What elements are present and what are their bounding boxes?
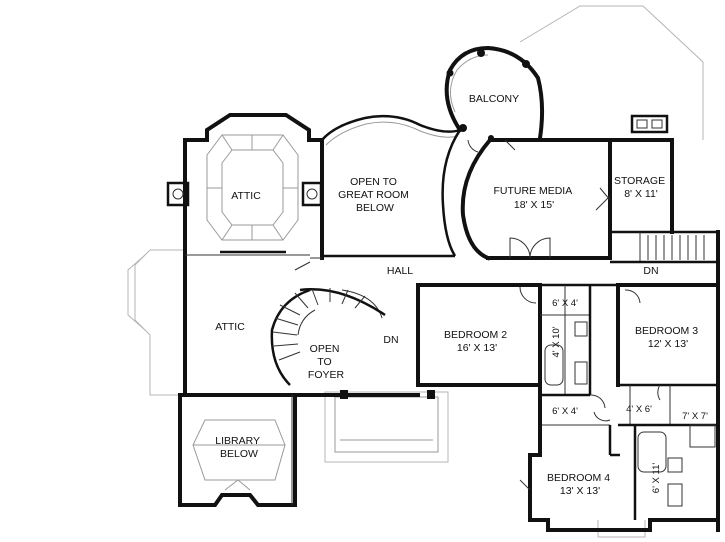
label-bath-a: 4' X 10'	[551, 326, 562, 357]
label-bath-b: 6' X 11'	[651, 463, 662, 494]
label-storage: STORAGE 8' X 11'	[614, 175, 668, 200]
label-closet-d: 7' X 7'	[682, 411, 708, 422]
label-future-media: FUTURE MEDIA 18' X 15'	[493, 185, 574, 211]
label-attic-left: ATTIC	[215, 321, 245, 333]
label-closet-b: 6' X 4'	[552, 406, 578, 417]
label-library: LIBRARY BELOW	[215, 435, 262, 460]
room-labels: BALCONY ATTIC OPEN TO GREAT ROOM BELOW F…	[215, 93, 708, 497]
label-open-great-room: OPEN TO GREAT ROOM BELOW	[338, 176, 412, 214]
label-dn-stair: DN	[383, 334, 398, 346]
label-bedroom-2: BEDROOM 2 16' X 13'	[444, 329, 510, 354]
label-balcony: BALCONY	[469, 93, 519, 105]
label-attic-top: ATTIC	[231, 190, 261, 202]
exterior-outline	[127, 5, 704, 538]
label-bedroom-4: BEDROOM 4 13' X 13'	[547, 472, 613, 497]
label-closet-a: 6' X 4'	[552, 298, 578, 309]
walls	[166, 45, 720, 532]
label-open-foyer: OPEN TO FOYER	[308, 343, 345, 381]
label-dn-right: DN	[643, 265, 658, 277]
label-bedroom-3: BEDROOM 3 12' X 13'	[635, 325, 701, 350]
label-hall: HALL	[387, 265, 413, 277]
label-closet-c: 4' X 6'	[626, 404, 652, 415]
